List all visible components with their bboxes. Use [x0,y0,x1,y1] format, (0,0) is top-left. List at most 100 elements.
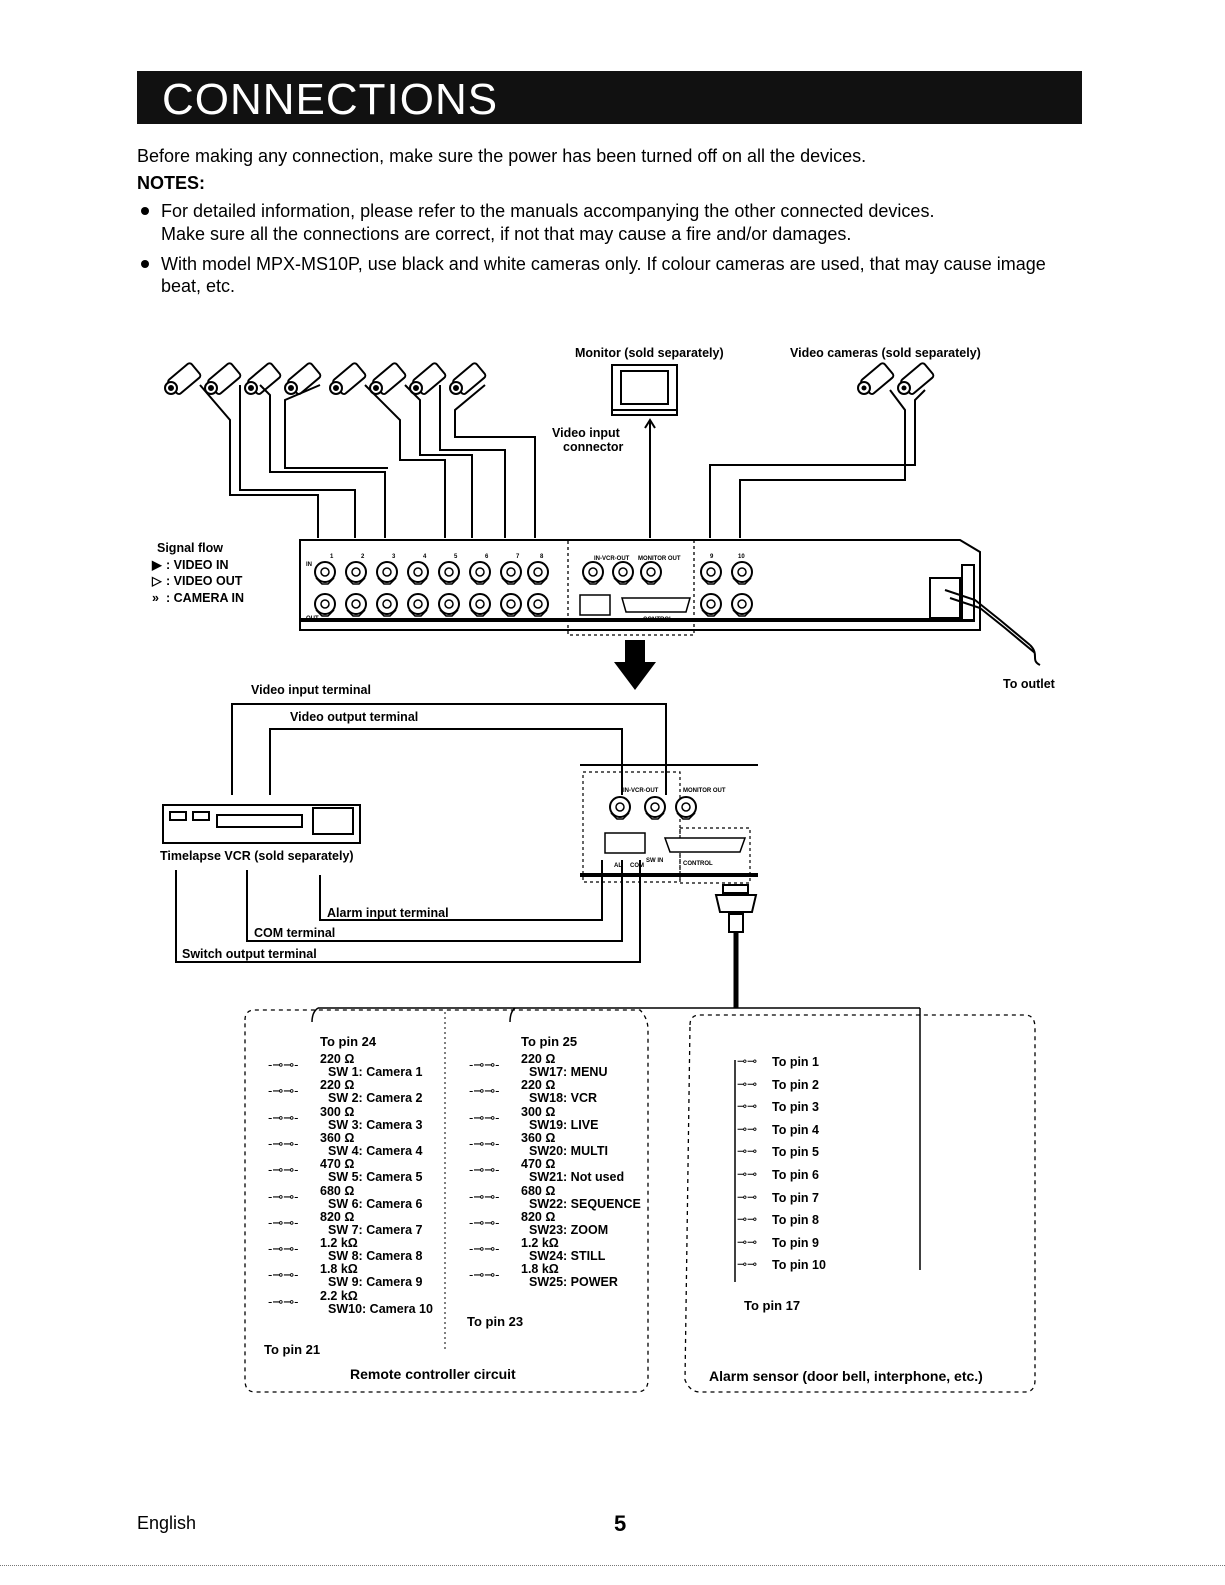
section-title-bar: CONNECTIONS [137,71,1082,124]
push-switch-icon: ⊸⊸ [737,1121,758,1136]
push-switch-icon: -⊸⊸- [469,1057,500,1072]
resistor-value: 1.8 kΩ [521,1262,559,1277]
control-cable [714,884,758,933]
panel-monitor-out: MONITOR OUT [638,556,681,562]
port-number: 10 [738,554,745,560]
video-input-connector-label-1: Video input [552,426,621,440]
alarm-pin-label: To pin 1 [772,1055,819,1069]
resistor-value: 1.2 kΩ [320,1236,358,1251]
switch-label: SW24: STILL [529,1249,606,1264]
camera-group-right [857,361,936,397]
page-number: 5 [614,1511,627,1536]
push-switch-icon: ⊸⊸ [737,1099,758,1114]
to-pin-23: To pin 23 [467,1314,524,1329]
switch-label: SW 8: Camera 8 [328,1249,423,1264]
push-switch-icon: ⊸⊸ [737,1167,758,1181]
push-switch-icon: -⊸⊸- [268,1241,299,1257]
switch-label: SW20: MULTI [529,1143,608,1158]
alarm-pin-label: To pin 9 [772,1235,819,1250]
push-switch-icon: -⊸⊸- [469,1109,500,1125]
bullet-icon [141,260,149,268]
resistor-value: 470 Ω [521,1157,556,1172]
push-switch-icon: -⊸⊸- [469,1162,500,1178]
zoom-sw-in: SW IN [646,858,663,864]
alarm-pin-label: To pin 7 [772,1190,819,1205]
power-plug-icon [944,589,1041,666]
resistor-value: 300 Ω [521,1104,556,1119]
push-switch-icon: -⊸⊸- [268,1188,299,1204]
switch-label: SW21: Not used [529,1170,625,1185]
camera-group-left [164,361,488,397]
push-switch-icon: ⊸⊸ [737,1234,758,1249]
resistor-value: 360 Ω [320,1130,355,1145]
zoom-al: AL [614,863,622,869]
port-number: 7 [516,554,520,560]
panel-in-vcr-out: IN-VCR-OUT [594,556,630,562]
zoom-monitor-out: MONITOR OUT [683,788,726,794]
remote-caption: Remote controller circuit [350,1366,516,1382]
push-switch-icon: -⊸⊸- [469,1188,500,1204]
push-switch-icon: ⊸⊸ [737,1212,758,1227]
monitor-icon [611,364,678,416]
switch-label: SW 3: Camera 3 [328,1117,423,1132]
panel-out: OUT [306,616,319,622]
monitor-label: Monitor (sold separately) [575,346,724,360]
resistor-value: 220 Ω [521,1052,556,1066]
push-switch-icon: -⊸⊸- [268,1267,299,1283]
legend-camera-in-icon: » [152,591,159,605]
port-number: 9 [710,554,714,560]
push-switch-icon: -⊸⊸- [268,1214,299,1230]
push-switch-icon: -⊸⊸- [469,1135,500,1151]
push-switch-icon: -⊸⊸- [469,1083,500,1099]
switch-label: SW25: POWER [529,1275,618,1290]
to-pin-17: To pin 17 [744,1298,801,1313]
resistor-value: 300 Ω [320,1104,355,1119]
push-switch-icon: ⊸⊸ [737,1076,758,1091]
zoom-arrow-icon [614,640,656,690]
zoom-com: COM [630,863,644,869]
switch-label: SW 9: Camera 9 [328,1275,423,1290]
note-1-line-2: Make sure all the connections are correc… [161,224,852,244]
video-input-terminal-label: Video input terminal [251,683,371,697]
port-number: 4 [423,554,427,560]
bullet-icon [141,207,149,215]
zoom-control: CONTROL [683,861,713,867]
to-pin-25: To pin 25 [521,1034,578,1049]
panel-control: CONTROL [643,617,673,623]
legend-video-in: : VIDEO IN [166,558,229,572]
legend-camera-in: : CAMERA IN [166,591,244,605]
switch-label: SW 5: Camera 5 [328,1170,423,1185]
footer-language: English [137,1513,197,1533]
connection-diagram: Monitor (sold separately) Video cameras … [151,346,1056,1393]
alarm-pin-label: To pin 8 [772,1213,819,1228]
resistor-value: 680 Ω [521,1183,556,1198]
port-number: 5 [454,554,458,560]
legend-video-in-icon: ▶ [151,558,163,572]
alarm-pin-label: To pin 6 [772,1168,819,1182]
push-switch-icon: -⊸⊸- [268,1109,299,1125]
alarm-pin-label: To pin 4 [772,1122,819,1137]
resistor-value: 2.2 kΩ [320,1288,358,1303]
switch-label: SW 7: Camera 7 [328,1222,423,1237]
page-title: CONNECTIONS [162,75,499,124]
switch-label: SW 2: Camera 2 [328,1091,423,1106]
alarm-caption: Alarm sensor (door bell, interphone, etc… [709,1368,983,1384]
push-switch-icon: -⊸⊸- [268,1057,299,1072]
resistor-value: 820 Ω [521,1209,556,1224]
switch-label: SW 4: Camera 4 [328,1143,423,1158]
switch-label: SW 1: Camera 1 [328,1065,423,1079]
com-terminal-label: COM terminal [254,926,335,940]
to-pin-21: To pin 21 [264,1342,321,1357]
legend-video-out-icon: ▷ [151,574,163,588]
rear-panel [299,539,981,631]
push-switch-icon: -⊸⊸- [268,1162,299,1178]
resistor-value: 220 Ω [320,1078,355,1093]
switch-label: SW23: ZOOM [529,1222,609,1237]
resistor-value: 220 Ω [521,1078,556,1093]
push-switch-icon: ⊸⊸ [737,1054,758,1068]
video-cameras-label: Video cameras (sold separately) [790,346,981,360]
panel-in: IN [306,562,312,568]
push-switch-icon: -⊸⊸- [469,1267,500,1283]
timelapse-vcr-label: Timelapse VCR (sold separately) [160,849,354,863]
resistor-value: 1.2 kΩ [521,1236,559,1251]
